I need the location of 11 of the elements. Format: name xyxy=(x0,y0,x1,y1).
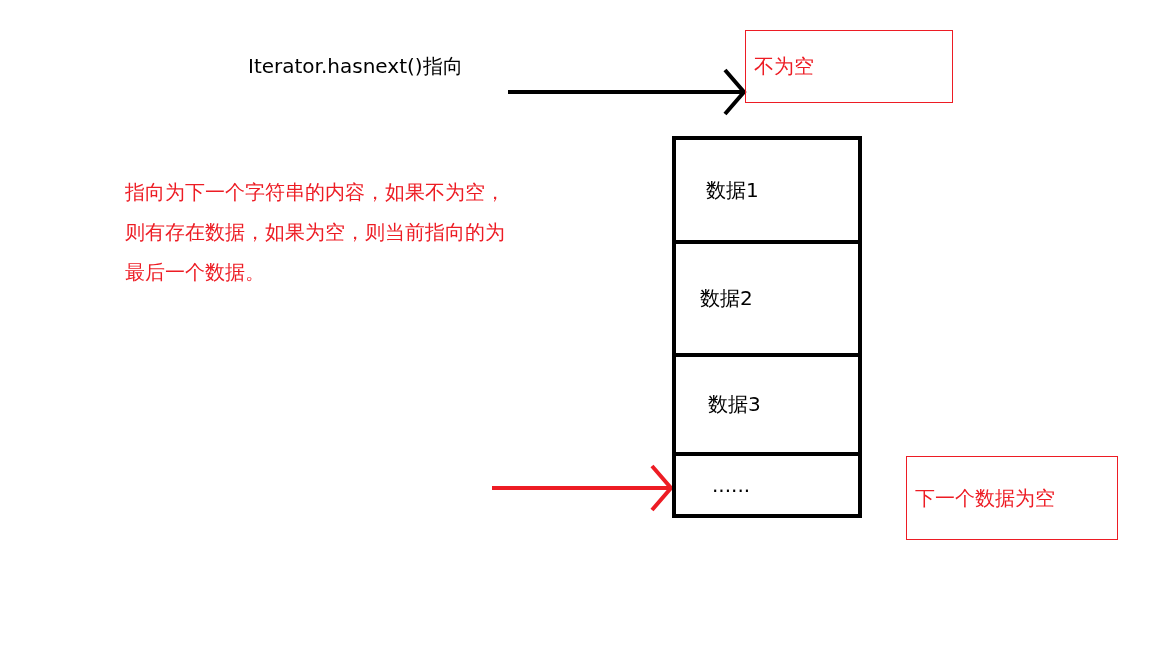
note-box: 下一个数据为空 xyxy=(906,456,1118,540)
arrow xyxy=(492,464,673,512)
data-cell: 数据3 xyxy=(676,357,858,456)
pointer-caption: Iterator.hasnext()指向 xyxy=(248,53,464,80)
explanation-note: 指向为下一个字符串的内容，如果不为空，则有存在数据，如果为空，则当前指向的为最后一个数据。 xyxy=(125,179,505,286)
data-cell: 数据1 xyxy=(676,140,858,244)
arrow xyxy=(508,68,746,116)
note-box: 不为空 xyxy=(745,30,953,103)
data-cell: ...... xyxy=(676,456,858,514)
stack-column xyxy=(672,136,862,518)
data-cell: 数据2 xyxy=(676,244,858,357)
